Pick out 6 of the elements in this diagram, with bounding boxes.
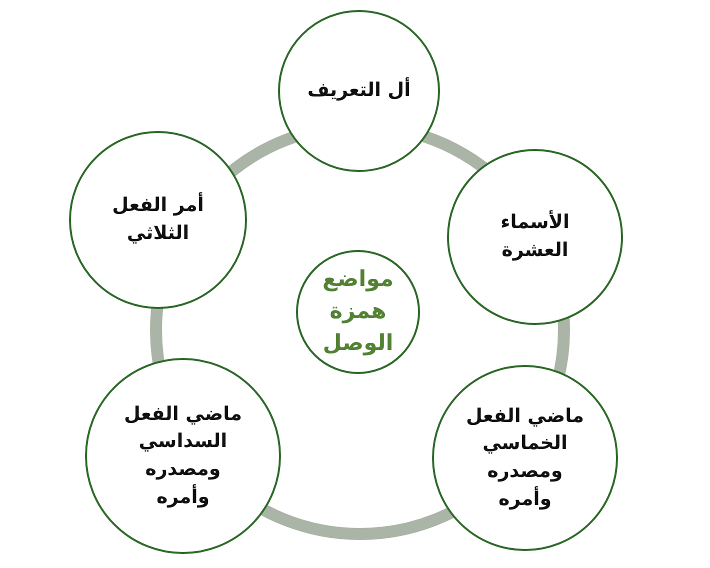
node-label: أمر الفعل الثلاثي — [111, 192, 205, 246]
node-label: ماضي الفعل الخماسي ومصدره وأمره — [464, 404, 586, 512]
center-title: مواضع همزة الوصل — [321, 266, 395, 358]
node-label: أل التعريف — [306, 77, 412, 104]
node-label: ماضي الفعل السداسي ومصدره وأمره — [122, 402, 244, 510]
node-label: الأسماء العشرة — [500, 209, 570, 263]
